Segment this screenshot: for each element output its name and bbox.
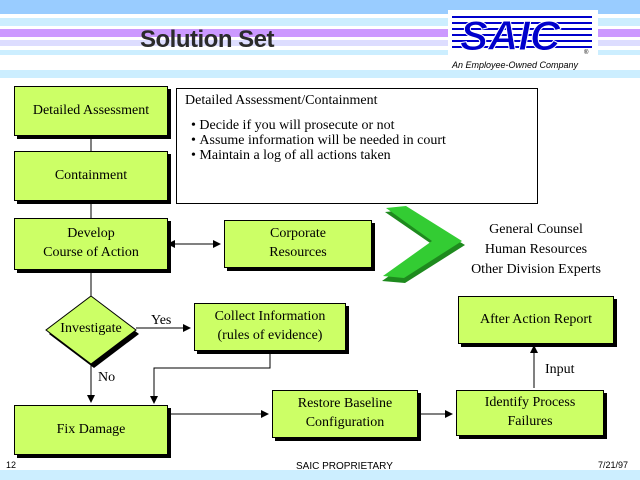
assessment-notes-box: Detailed Assessment/Containment Decide i…: [176, 88, 538, 204]
proprietary-label: SAIC PROPRIETARY: [296, 461, 393, 472]
saic-logo: SAIC ®: [448, 10, 598, 60]
chevron-arrow-icon: [383, 206, 462, 278]
resources-list: General Counsel Human Resources Other Di…: [456, 220, 616, 280]
no-label: No: [98, 370, 116, 385]
collect-label-line2: (rules of evidence): [217, 328, 323, 343]
resource-item: Other Division Experts: [471, 261, 601, 277]
restore-label-line2: Configuration: [305, 415, 385, 430]
notes-bullet: Assume information will be needed in cou…: [191, 133, 529, 148]
notes-title: Detailed Assessment/Containment: [185, 93, 378, 108]
header-stripe: [0, 26, 640, 29]
header-stripe: [0, 46, 640, 50]
identify-label-line2: Failures: [507, 414, 553, 429]
investigate-label: Investigate: [60, 321, 122, 336]
header-stripe: [0, 37, 640, 40]
corporate-label-line1: Corporate: [270, 226, 326, 242]
svg-text:®: ®: [584, 49, 589, 56]
detailed-assessment-label: Detailed Assessment: [32, 102, 150, 118]
notes-bullet: Decide if you will prosecute or not: [191, 118, 529, 133]
header-stripe: [0, 18, 640, 26]
footer-date: 7/21/97: [598, 460, 629, 470]
containment-label: Containment: [54, 167, 128, 183]
containment-box: Containment: [14, 151, 168, 201]
header-stripe: [0, 14, 640, 18]
logo-tagline: An Employee-Owned Company: [452, 60, 579, 70]
header-stripe: [0, 29, 640, 37]
header-stripe: [0, 40, 640, 46]
collect-information-box: Collect Information (rules of evidence): [194, 303, 346, 351]
notes-bullet: Maintain a log of all actions taken: [191, 148, 529, 163]
resource-item: Human Resources: [484, 241, 588, 257]
header-stripe: [0, 70, 640, 78]
header-stripe: [0, 50, 640, 55]
fix-damage-label: Fix Damage: [56, 421, 126, 437]
notes-bullet-list: Decide if you will prosecute or not Assu…: [191, 118, 529, 163]
collect-to-fix-arrow: [150, 351, 271, 404]
develop-label-line1: Develop: [67, 226, 115, 242]
corporate-label-line2: Resources: [269, 245, 327, 260]
restore-label-line1: Restore Baseline: [297, 396, 393, 412]
develop-label-line2: Course of Action: [43, 245, 139, 260]
page-number: 12: [6, 460, 17, 470]
footer-stripe: [0, 470, 640, 480]
logo-text: SAIC: [460, 12, 561, 59]
identify-label-line1: Identify Process: [484, 395, 576, 411]
restore-baseline-box: Restore Baseline Configuration: [272, 390, 418, 438]
after-action-report-box: After Action Report: [458, 296, 614, 344]
input-label: Input: [545, 362, 575, 377]
corporate-resources-box: Corporate Resources: [224, 220, 372, 268]
after-action-label: After Action Report: [480, 311, 592, 327]
page-title: Solution Set: [140, 26, 275, 53]
yes-label: Yes: [151, 313, 172, 328]
identify-process-box: Identify Process Failures: [456, 390, 604, 436]
investigate-diamond: [45, 295, 137, 365]
develop-course-box: Develop Course of Action: [14, 218, 168, 270]
detailed-assessment-box: Detailed Assessment: [14, 86, 168, 136]
collect-label-line1: Collect Information: [214, 309, 326, 325]
resource-item: General Counsel: [489, 222, 583, 237]
fix-damage-box: Fix Damage: [14, 405, 168, 455]
